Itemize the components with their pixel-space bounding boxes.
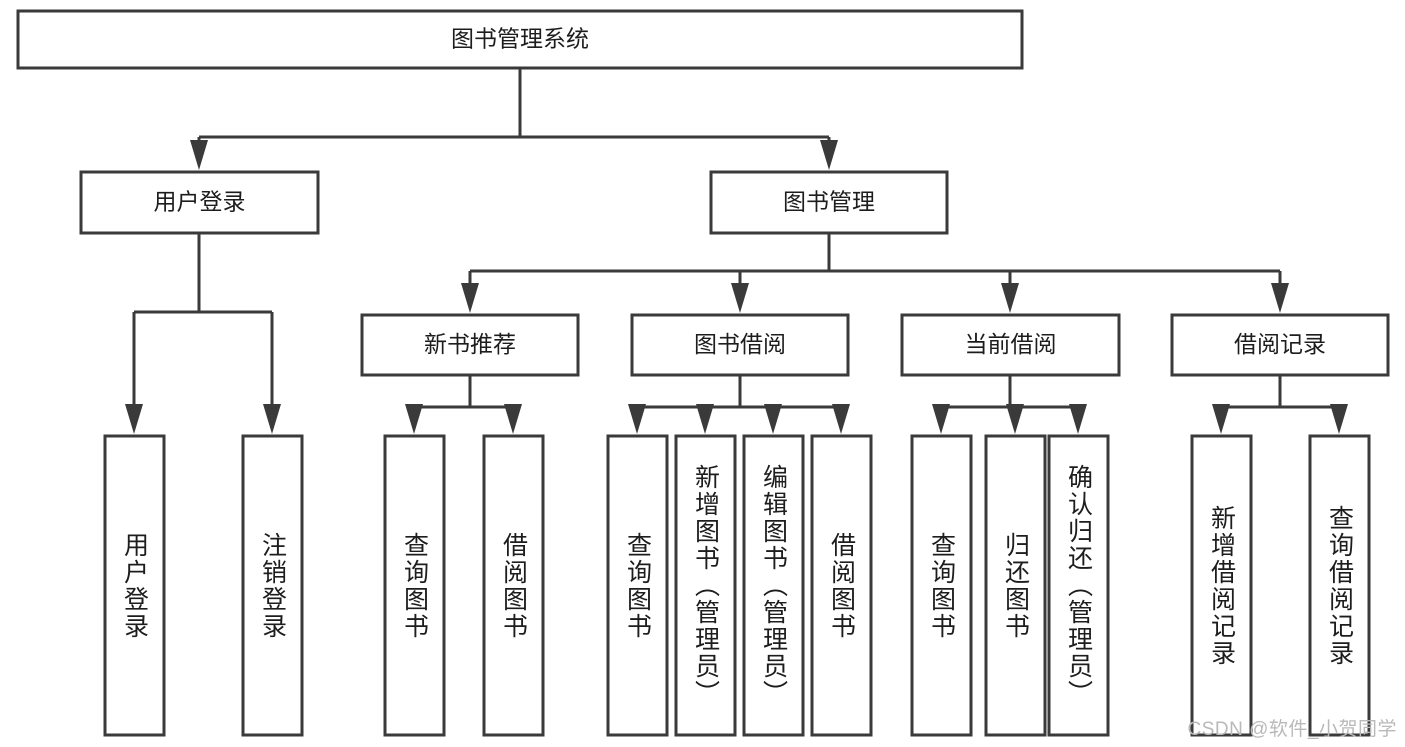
node-leaf-return-book-box[interactable] [984,434,1047,737]
level2-drop-1-arrow-icon [820,140,838,170]
node-leaf-query-book-1-box[interactable] [383,434,446,737]
level3-drop-3-arrow-icon [1271,283,1289,313]
node-leaf-user-logout-box[interactable] [241,434,304,737]
node-user-login-label: 用户登录 [154,189,246,215]
node-leaf-borrow-book-2-box[interactable] [810,434,873,737]
node-borrow-record-label: 借阅记录 [1234,331,1326,357]
level3-drop-2-arrow-icon [1001,283,1019,313]
node-book-borrow-box[interactable] [630,313,850,377]
leaf-drop-1-3-arrow-icon [832,404,850,434]
leaf-drop-2-0-arrow-icon [932,404,950,434]
connector-layer [125,68,1348,434]
node-leaf-confirm-return-box[interactable] [1047,434,1110,737]
node-borrow-record-box[interactable] [1170,313,1390,377]
leaf-drop-2-2-arrow-icon [1069,404,1087,434]
user-login-leaf-drop-0-arrow-icon [125,404,143,434]
node-leaf-query-book-3-box[interactable] [910,434,973,737]
leaf-drop-3-0-arrow-icon [1212,404,1230,434]
node-book-manage-box[interactable] [709,170,949,235]
watermark-text: CSDN @软件_小贺同学 [1187,719,1397,740]
leaf-drop-3-1-arrow-icon [1330,404,1348,434]
leaf-drop-1-1-arrow-icon [696,404,714,434]
node-leaf-query-record-box[interactable] [1308,434,1371,737]
node-new-book-recommend-box[interactable] [360,313,580,377]
leaf-drop-1-2-arrow-icon [764,404,782,434]
node-leaf-query-book-2-box[interactable] [606,434,669,737]
node-user-login-box[interactable] [79,170,320,235]
node-leaf-user-login-box[interactable] [103,434,166,737]
node-book-manage-label: 图书管理 [783,189,875,215]
node-leaf-borrow-book-1-box[interactable] [482,434,545,737]
node-current-borrow-label: 当前借阅 [965,331,1057,357]
level3-drop-1-arrow-icon [731,283,749,313]
user-login-leaf-drop-1-arrow-icon [263,404,281,434]
node-leaf-edit-book-box[interactable] [742,434,805,737]
leaf-drop-1-0-arrow-icon [628,404,646,434]
node-leaf-add-book-box[interactable] [674,434,737,737]
node-book-borrow-label: 图书借阅 [694,331,786,357]
leaf-drop-2-1-arrow-icon [1006,404,1024,434]
level2-drop-0-arrow-icon [190,140,208,170]
node-root-box[interactable] [16,9,1024,70]
leaf-drop-0-0-arrow-icon [405,404,423,434]
node-current-borrow-box[interactable] [900,313,1121,377]
node-leaf-add-record-box[interactable] [1190,434,1253,737]
node-root-label: 图书管理系统 [451,26,589,52]
leaf-drop-0-1-arrow-icon [504,404,522,434]
node-new-book-recommend-label: 新书推荐 [424,331,516,357]
level3-drop-0-arrow-icon [461,283,479,313]
